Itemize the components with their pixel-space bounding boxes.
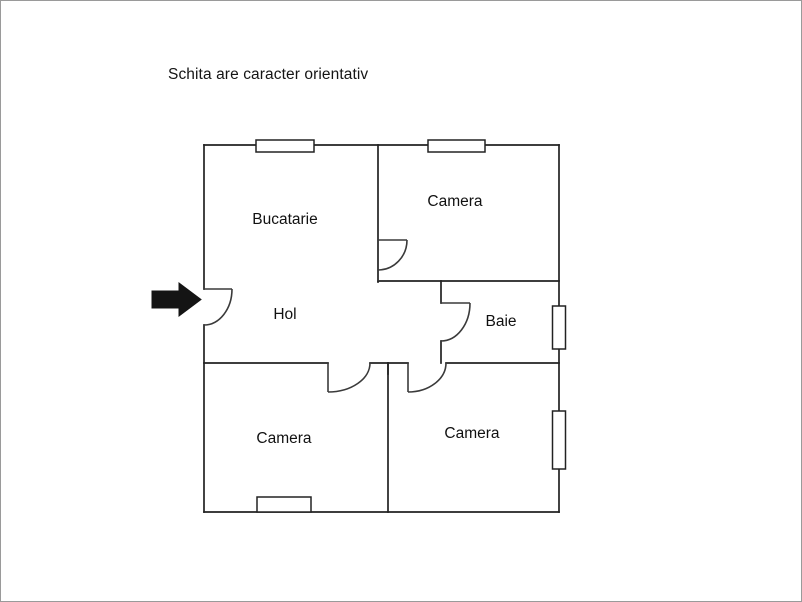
room-label-hol: Hol	[273, 306, 296, 323]
page-title: Schita are caracter orientativ	[168, 66, 369, 83]
door-camera-bottom-right	[407, 362, 447, 393]
room-labels-group: Bucatarie Camera Hol Baie Camera Camera	[252, 193, 516, 447]
window-camera-bottom-right-right	[551, 410, 567, 470]
entrance-arrow-shape	[151, 282, 202, 317]
window-bucatarie-top	[255, 139, 315, 153]
doors-group	[203, 239, 471, 393]
room-label-baie: Baie	[485, 313, 516, 330]
windows-group	[255, 139, 567, 513]
door-camera-bottom-left-swing-arc	[327, 362, 371, 393]
room-label-camera-bottom-left: Camera	[256, 430, 312, 447]
window-camera-top-right-top	[427, 139, 486, 153]
room-label-bucatarie: Bucatarie	[252, 211, 317, 228]
door-camera-top-right-swing-arc	[377, 239, 408, 271]
door-camera-bottom-left	[327, 362, 371, 393]
door-camera-bottom-right-swing-arc	[407, 362, 447, 393]
room-label-camera-bottom-right: Camera	[444, 425, 500, 442]
entrance-arrow	[151, 282, 202, 317]
door-baie-swing-arc	[440, 302, 471, 342]
door-baie	[440, 302, 471, 342]
window-baie-right	[551, 305, 567, 350]
door-entrance	[203, 288, 233, 326]
room-label-camera-top-right: Camera	[427, 193, 483, 210]
door-entrance-swing-arc	[203, 288, 233, 326]
door-camera-top-right	[377, 239, 408, 281]
window-camera-bottom-left-bottom	[256, 496, 312, 513]
